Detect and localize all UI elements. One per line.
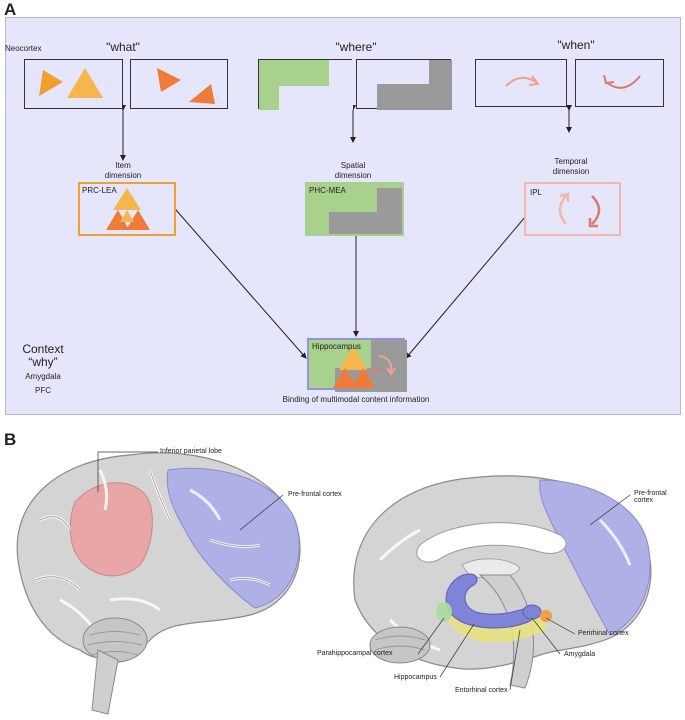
- lateral-brain: [16, 452, 301, 715]
- triangles-icon: [39, 68, 103, 98]
- prefrontal-cortex-right-label: Pre-frontal cortex: [634, 490, 667, 504]
- spatial-overlay-icon: [329, 188, 402, 234]
- ipl-box: IPL: [524, 182, 621, 236]
- neocortex-label: Neocortex: [5, 44, 42, 53]
- context-block: Context “why” Amygdala PFC: [18, 343, 68, 396]
- cycle-arrows-icon: [558, 192, 601, 228]
- item-dimension-label: Item dimension: [98, 161, 148, 181]
- parahippocampal-cortex-label: Parahippocampal cortex: [317, 650, 393, 657]
- pfc-left-leader: [239, 494, 284, 531]
- context-label: Context: [22, 342, 64, 356]
- when-box-1: [475, 59, 567, 107]
- ipl-label: IPL: [530, 188, 543, 197]
- item-to-hippocampus-arrow: [170, 204, 307, 359]
- hippocampus-combined-icon: [333, 340, 407, 392]
- when-heading: "when": [557, 38, 595, 52]
- pfc-right-leader: [589, 494, 631, 526]
- what-box-1: [24, 59, 123, 109]
- prc-lea-box: PRC-LEA: [78, 182, 176, 236]
- entorhinal-leader: [509, 629, 521, 691]
- item-dimension-line1: Item: [115, 161, 131, 170]
- spatial-dimension-line1: Spatial: [340, 161, 366, 170]
- when-box-2: [575, 59, 664, 107]
- what-box-2: [130, 59, 228, 109]
- phc-mea-box: PHC-MEA: [305, 182, 404, 236]
- hippocampus-brain-label: Hippocampus: [394, 674, 437, 681]
- temporal-dimension-label: Temporal dimension: [541, 157, 601, 177]
- panel-b-letter: B: [4, 430, 17, 449]
- panel-a-letter: A: [4, 0, 17, 19]
- pfc-label: PFC: [35, 386, 51, 395]
- where-box-2: [356, 59, 452, 110]
- why-label: “why”: [28, 355, 58, 369]
- hippocampus-leader: [439, 623, 475, 678]
- triangles-icon: [157, 68, 215, 104]
- inferior-parietal-lobe-label: Inferior parietal lobe: [160, 448, 222, 455]
- binding-label: Binding of multimodal content informatio…: [282, 395, 430, 404]
- panel-a-connectors: [120, 105, 572, 359]
- where-heading: "where": [335, 40, 377, 54]
- hippocampus-box: Hippocampus: [307, 338, 407, 392]
- forward-arrow-icon: [505, 75, 540, 87]
- spatial-shape-icon: [259, 60, 353, 110]
- spatial-shape-icon: [377, 60, 452, 110]
- triangles-stack-icon: [106, 188, 150, 230]
- amygdala-leader: [531, 617, 561, 655]
- temporal-dimension-line1: Temporal: [554, 157, 588, 166]
- prefrontal-cortex-left-label: Pre-frontal cortex: [288, 491, 342, 498]
- panel-a: Neocortex "what" "where" "when": [5, 17, 681, 415]
- entorhinal-cortex-label: Entorhinal cortex: [455, 687, 508, 694]
- perirhinal-leader: [545, 617, 576, 635]
- phc-mea-label: PHC-MEA: [309, 186, 346, 195]
- temporal-to-hippocampus-arrow: [405, 204, 537, 359]
- spatial-dimension-label: Spatial dimension: [328, 161, 378, 181]
- temporal-dimension-line2: dimension: [552, 167, 590, 176]
- where-box-1: [258, 59, 353, 110]
- spatial-dimension-line2: dimension: [334, 171, 372, 180]
- item-dimension-line2: dimension: [104, 171, 142, 180]
- parahippocampal-leader: [417, 617, 445, 655]
- backward-arrow-icon: [603, 74, 641, 89]
- medial-brain: [353, 475, 652, 689]
- perirhinal-cortex-label: Perirhinal cortex: [578, 630, 629, 637]
- amygdala-context-label: Amygdala: [25, 372, 61, 381]
- what-heading: "what": [106, 40, 140, 54]
- prc-lea-label: PRC-LEA: [82, 186, 117, 195]
- amygdala-label: Amygdala: [564, 651, 596, 658]
- hippocampus-label: Hippocampus: [312, 342, 361, 351]
